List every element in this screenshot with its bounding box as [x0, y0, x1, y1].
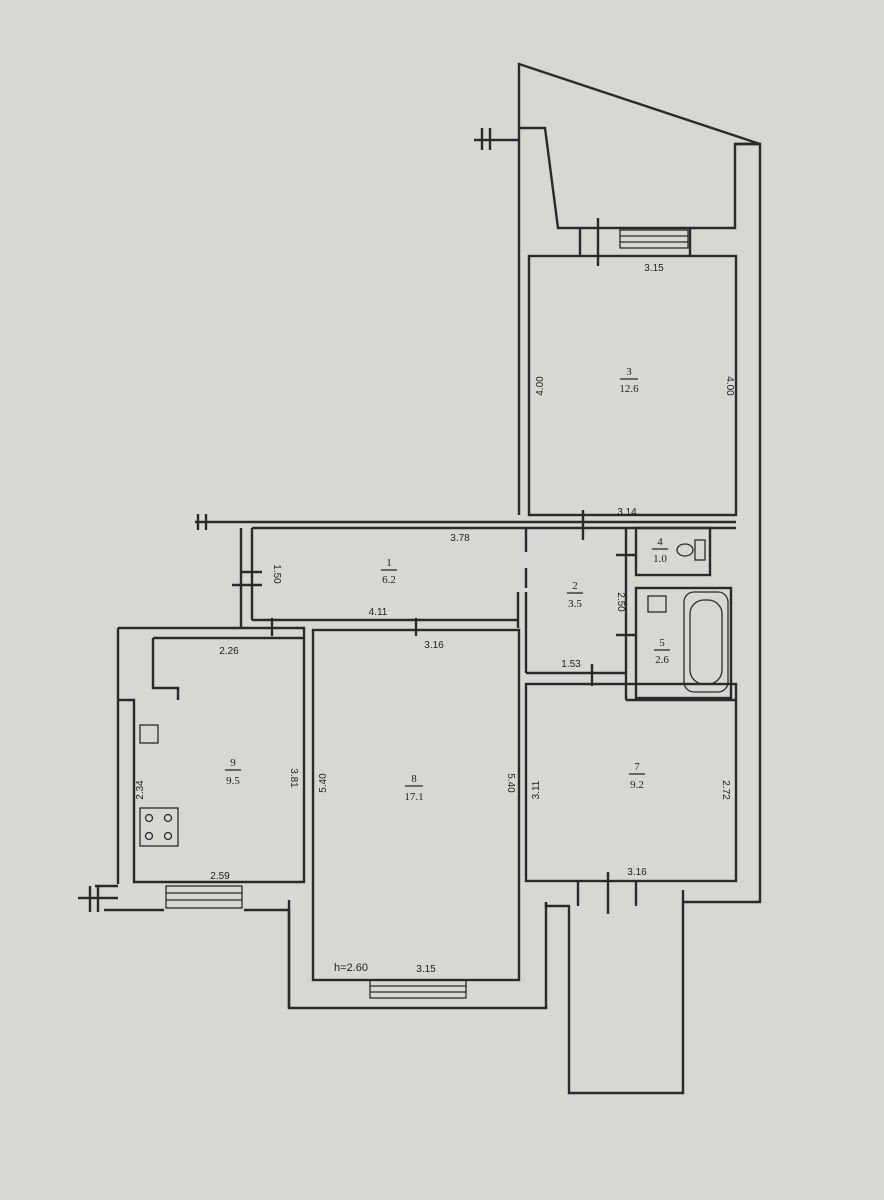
- room-number: 4: [657, 536, 663, 548]
- room-area: 9.2: [630, 779, 644, 791]
- dim-kitchen-top: 2.26: [219, 646, 239, 657]
- dim-kitchen-right: 3.81: [288, 768, 299, 788]
- dim-living-bottom: 3.15: [416, 964, 436, 975]
- room-area: 12.6: [619, 383, 639, 395]
- room-number: 2: [572, 580, 578, 592]
- dim-hall-top: 3.78: [450, 533, 470, 544]
- dim-living-right: 5.40: [505, 773, 516, 793]
- dim-corridor-bottom: 1.53: [561, 659, 581, 670]
- sink-icon: [647, 595, 667, 613]
- room-label-7: 7 9.2: [629, 761, 645, 791]
- room-label-2: 2 3.5: [567, 580, 583, 610]
- room-area: 2.6: [655, 654, 669, 666]
- dim-room7-left: 3.11: [531, 780, 542, 799]
- dim-room7-right: 2.72: [720, 780, 731, 800]
- dim-room7-bottom: 3.16: [627, 867, 647, 878]
- room-area: 6.2: [382, 574, 396, 586]
- room-number: 3: [626, 366, 632, 378]
- room-label-4: 4 1.0: [652, 536, 668, 565]
- stove-icon: [139, 807, 179, 847]
- room-number: 9: [230, 757, 236, 769]
- toilet-icon: [676, 539, 706, 561]
- dim-living-left: 5.40: [318, 773, 329, 793]
- room-label-1: 1 6.2: [381, 557, 397, 586]
- dim-corridor-right: 2.50: [615, 592, 626, 612]
- room-label-9: 9 9.5: [225, 757, 241, 787]
- dimensions: 3.15 4.00 4.00 3.14 3.78 1.50 4.11 2.50 …: [135, 263, 735, 975]
- room-area: 9.5: [226, 775, 240, 787]
- walls: [78, 62, 762, 1095]
- dim-room3-right: 4.00: [724, 376, 735, 396]
- dim-room3-bottom: 3.14: [617, 507, 637, 518]
- room-area: 1.0: [653, 553, 667, 565]
- room-label-5: 5 2.6: [654, 637, 670, 666]
- room-area: 17.1: [404, 791, 423, 803]
- dim-room3-top: 3.15: [644, 263, 664, 274]
- room-number: 7: [634, 761, 640, 773]
- room-label-8: 8 17.1: [404, 773, 423, 803]
- dim-kitchen-bottom: 2.59: [210, 871, 230, 882]
- room-number: 5: [659, 637, 665, 649]
- dim-hall-bottom: 4.11: [369, 607, 388, 618]
- room-label-3: 3 12.6: [619, 366, 639, 395]
- dim-hall-left: 1.50: [271, 564, 282, 584]
- dim-room3-left: 4.00: [535, 376, 546, 396]
- ceiling-height-label: h=2.60: [334, 962, 368, 974]
- dim-living-top: 3.16: [424, 640, 444, 651]
- dim-kitchen-left: 2.34: [135, 780, 146, 800]
- room-number: 1: [386, 557, 392, 569]
- room-area: 3.5: [568, 598, 582, 610]
- room-number: 8: [411, 773, 417, 785]
- kitchen-sink-icon: [139, 724, 159, 744]
- bathtub-icon: [683, 591, 729, 693]
